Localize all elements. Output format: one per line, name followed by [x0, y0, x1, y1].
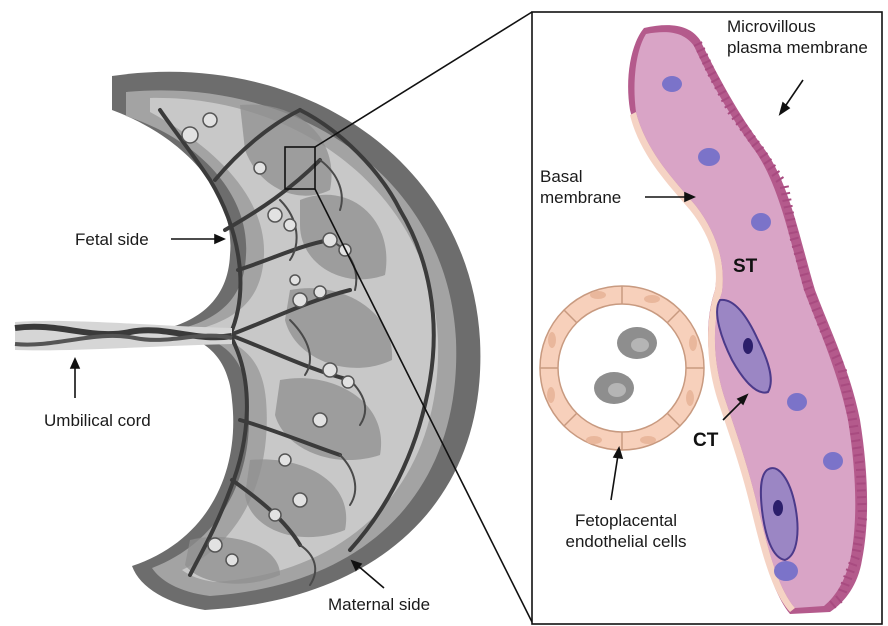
microvillus: [850, 433, 859, 434]
cytotrophoblast-nucleus: [743, 338, 753, 354]
label-microvillous-2: plasma membrane: [727, 37, 868, 58]
label-basal-2: membrane: [540, 187, 621, 208]
zoom-line-top: [315, 12, 532, 147]
label-fetal-side: Fetal side: [75, 229, 149, 250]
microvillus: [855, 461, 864, 462]
nucleus: [787, 393, 807, 411]
microvillus: [849, 426, 858, 427]
label-umbilical-cord: Umbilical cord: [44, 410, 151, 431]
microvillus: [851, 440, 860, 441]
nucleus: [774, 561, 798, 581]
label-st: ST: [733, 256, 757, 277]
nucleus: [698, 148, 720, 166]
nucleus: [823, 452, 843, 470]
microvillus: [853, 447, 862, 448]
label-fetoplacental-1: Fetoplacental: [566, 510, 686, 531]
label-microvillous-1: Microvillous: [727, 16, 816, 37]
label-maternal-side: Maternal side: [328, 594, 430, 615]
nucleus: [662, 76, 682, 92]
label-fetoplacental-2: endothelial cells: [556, 531, 696, 552]
cytotrophoblast-nucleus: [773, 500, 783, 516]
label-ct: CT: [693, 430, 718, 451]
nucleus: [751, 213, 771, 231]
label-basal-1: Basal: [540, 166, 583, 187]
microvillus: [854, 454, 863, 455]
microvillus: [848, 419, 857, 420]
arrow-maternal: [357, 565, 384, 588]
capillary-lumen: [558, 304, 686, 432]
fetoplacental-capillary: [540, 286, 704, 450]
